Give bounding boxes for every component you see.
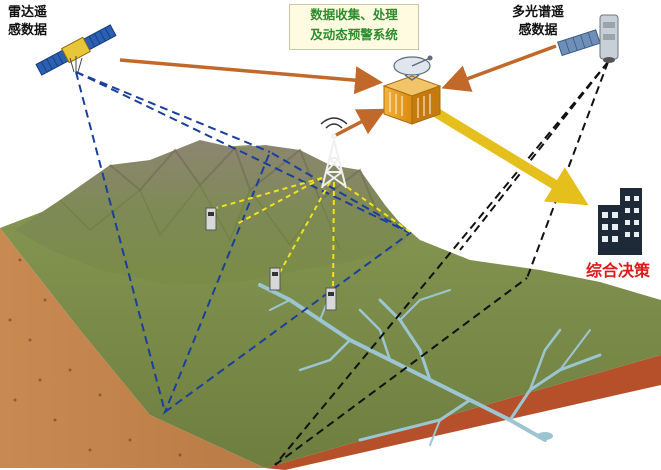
radar-data-label: 雷达遥 感数据 [8, 4, 68, 40]
sensor-links [215, 177, 411, 293]
radar-satellite-icon [35, 24, 117, 76]
data-flow-arrows [119, 44, 557, 137]
processing-label-line1: 数据收集、处理 [310, 7, 398, 22]
radar-coverage [75, 71, 412, 415]
ground-sensor-icon [269, 267, 281, 291]
multispectral-data-label: 多光谱遥 感数据 [498, 4, 578, 40]
soil-cross-section [0, 228, 265, 468]
ground-sensor-icon [205, 207, 217, 231]
multispectral-label-line2: 感数据 [518, 23, 558, 38]
ground-sensor-icon [325, 287, 337, 311]
multispectral-satellite-icon [557, 14, 619, 63]
server-dish-icon [382, 55, 442, 125]
processing-system-box: 数据收集、处理 及动态预警系统 [289, 4, 419, 50]
radar-label-line1: 雷达遥 [8, 5, 48, 20]
processing-label-line2: 及动态预警系统 [310, 27, 398, 42]
radar-label-line2: 感数据 [8, 23, 48, 38]
soil-edge-right [265, 355, 661, 470]
building-icon [598, 188, 642, 255]
decision-label: 综合决策 [586, 261, 651, 280]
signal-tower-icon [320, 117, 348, 189]
river-outlet [537, 432, 553, 440]
decision-arrow [429, 105, 589, 206]
multispectral-label-line1: 多光谱遥 [511, 5, 564, 20]
river-network [258, 283, 602, 446]
multispectral-coverage [274, 61, 609, 466]
